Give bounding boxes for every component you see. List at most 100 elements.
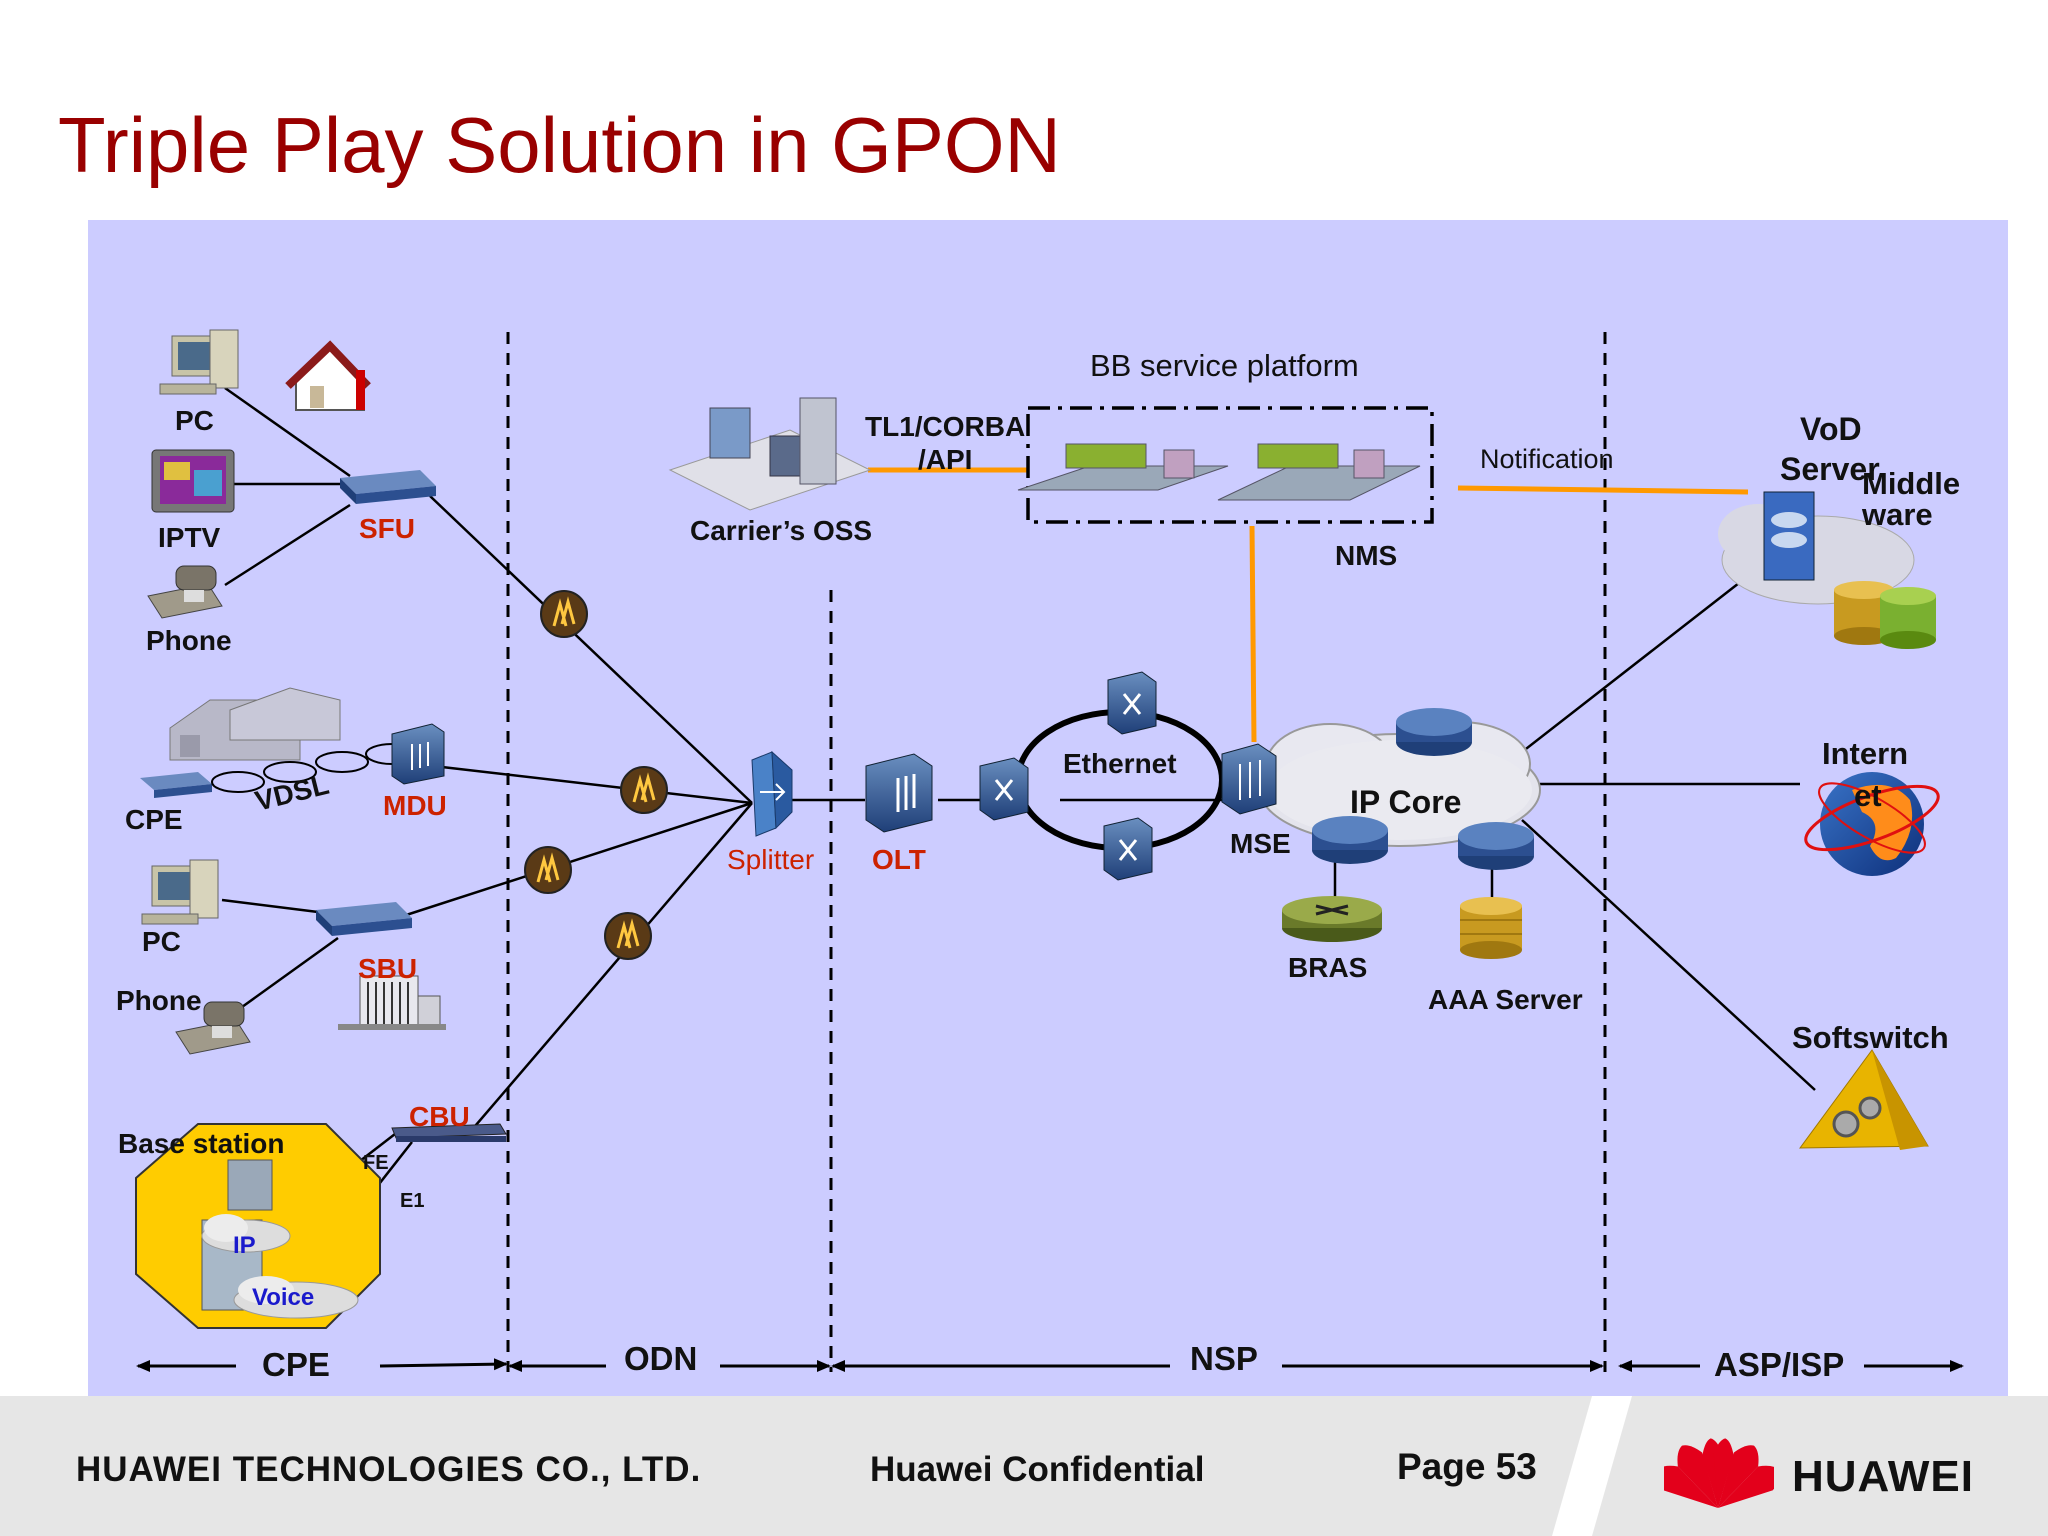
internet-label-line1: Intern <box>1822 736 1908 771</box>
voice-cloud-label: Voice <box>252 1284 314 1311</box>
softswitch-label: Softswitch <box>1792 1020 1949 1055</box>
pc-mid-label: PC <box>142 926 181 957</box>
bras-label: BRAS <box>1288 952 1367 983</box>
router-icon <box>1312 816 1388 864</box>
house-icon <box>285 340 371 411</box>
fe-label: FE <box>363 1152 389 1174</box>
link-pc-sbu <box>221 898 319 914</box>
nms-server-icon <box>1017 443 1229 491</box>
e1-label: E1 <box>400 1190 424 1212</box>
footer-company: HUAWEI TECHNOLOGIES CO., LTD. <box>76 1450 702 1489</box>
mse-device-icon <box>1221 743 1277 815</box>
bras-icon <box>1282 896 1382 942</box>
aaa-server-label: AAA Server <box>1428 984 1583 1015</box>
pc-icon <box>159 329 239 395</box>
nms-to-mse-link <box>1249 525 1257 743</box>
middleware-server-icon <box>1834 581 1936 649</box>
odn-connector-icon <box>604 912 652 960</box>
phone-mid-label: Phone <box>116 985 202 1016</box>
zone-label-asp-isp: ASP/ISP <box>1714 1346 1844 1383</box>
link-sfu-splitter <box>429 495 753 804</box>
splitter-icon <box>751 750 793 837</box>
sbu-device-icon <box>316 902 412 936</box>
link-sbu-splitter <box>399 801 753 919</box>
iptv-icon <box>151 449 235 513</box>
middleware-label-line1: Middle <box>1862 466 1960 501</box>
footer-logo-text: HUAWEI <box>1792 1452 1974 1501</box>
mse-label: MSE <box>1230 828 1291 859</box>
vod-label-line1: VoD <box>1800 411 1862 447</box>
footer-divider <box>1552 1396 1632 1536</box>
ip-core-cloud <box>1259 721 1541 847</box>
footer-confidential: Huawei Confidential <box>870 1450 1205 1489</box>
mdu-label: MDU <box>383 790 447 821</box>
voice-cloud-icon <box>233 1276 359 1319</box>
link-core-vod <box>1521 575 1749 753</box>
zone-label-cpe: CPE <box>262 1346 330 1383</box>
link-cbu-splitter <box>469 802 753 1133</box>
cbu-label: CBU <box>409 1101 470 1132</box>
cpe-modem-icon <box>140 772 212 798</box>
notification-label: Notification <box>1480 444 1614 474</box>
ip-cloud-label: IP <box>233 1232 256 1259</box>
office-building-icon <box>338 975 446 1030</box>
base-station-label: Base station <box>118 1128 285 1159</box>
bb-platform-label: BB service platform <box>1090 348 1359 383</box>
odn-connector-icon <box>540 590 588 638</box>
tl1-label-line1: TL1/CORBA <box>865 411 1025 442</box>
vod-label-line2: Server <box>1780 451 1880 487</box>
carriers-oss-icon <box>668 397 872 511</box>
sfu-label: SFU <box>359 513 415 544</box>
olt-label-text: OLT <box>872 844 926 875</box>
middleware-label-line2: ware <box>1861 497 1933 532</box>
ethernet-switch-icon <box>979 757 1029 821</box>
link-phone-sbu <box>241 936 339 1009</box>
sfu-device-icon <box>340 470 436 504</box>
internet-globe-icon <box>1804 772 1940 876</box>
softswitch-icon <box>1799 1049 1929 1150</box>
phone-icon-2 <box>175 1001 251 1055</box>
link-phone-sfu <box>224 503 351 587</box>
footer: HUAWEI TECHNOLOGIES CO., LTD. Huawei Con… <box>0 1396 2048 1536</box>
iptv-label: IPTV <box>158 522 221 553</box>
odn-connector-icon <box>524 846 572 894</box>
nms-label: NMS <box>1335 540 1397 571</box>
pc-top-label: PC <box>175 405 214 436</box>
link-mdu-splitter <box>441 765 753 805</box>
odn-connector-icon <box>620 766 668 814</box>
ip-core-label: IP Core <box>1350 784 1461 820</box>
ethernet-switch-icon <box>1103 817 1153 881</box>
olt-device-icon <box>865 753 933 833</box>
link-pc-sfu <box>224 386 351 478</box>
bb-platform-box <box>1026 406 1434 524</box>
zone-label-odn: ODN <box>624 1340 697 1377</box>
router-icon <box>1396 708 1472 756</box>
phone-icon <box>147 565 223 619</box>
link-core-softswitch <box>1521 819 1816 1091</box>
phone-top-label: Phone <box>146 625 232 656</box>
aaa-server-icon <box>1460 897 1522 959</box>
notification-link <box>1457 485 1749 495</box>
ip-cloud-icon <box>201 1214 291 1253</box>
residential-houses-icon <box>169 687 341 761</box>
splitter-label: Splitter <box>727 844 814 875</box>
internet-label-line2: et <box>1854 778 1882 813</box>
tl1-label-line2: /API <box>918 444 972 475</box>
sbu-label: SBU <box>358 953 417 984</box>
diagram-panel <box>88 220 2008 1396</box>
cpe-device-label: CPE <box>125 804 183 835</box>
zone-arrows <box>136 1358 1964 1372</box>
zone-dividers <box>506 332 1607 1372</box>
router-icon <box>1458 822 1534 870</box>
pc-icon-2 <box>141 859 219 925</box>
nms-server-icon <box>1217 443 1421 501</box>
carriers-oss-label: Carrier’s OSS <box>690 515 872 546</box>
management-links <box>868 467 1749 743</box>
zone-label-nsp: NSP <box>1190 1340 1258 1377</box>
slide-title: Triple Play Solution in GPON <box>58 101 1061 189</box>
ethernet-label: Ethernet <box>1063 748 1177 779</box>
footer-page-number: Page 53 <box>1397 1446 1537 1487</box>
ethernet-switch-icon <box>1107 671 1157 735</box>
huawei-petal-logo-icon <box>1664 1438 1774 1508</box>
